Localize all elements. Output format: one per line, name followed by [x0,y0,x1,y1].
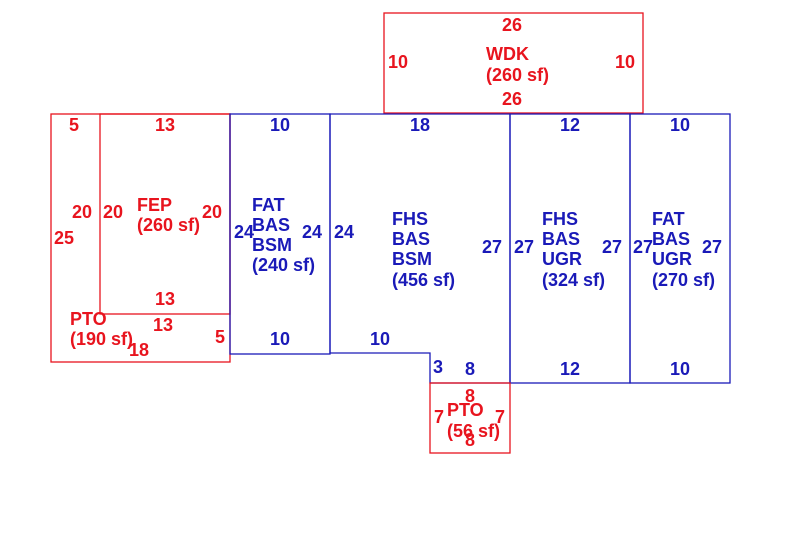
fat-ugr-line2: BAS [652,229,690,249]
fat-bsm-dim-left: 24 [234,222,254,242]
pto-small-dim-left: 7 [434,407,444,427]
fhs-bsm-dim-step: 3 [433,357,443,377]
fep-dim-bottom: 13 [155,289,175,309]
fat-bsm-dim-right: 24 [302,222,322,242]
pto-left-dim-top: 5 [69,115,79,135]
pto-left-dim-left-outer: 20 [72,202,92,222]
fhs-bsm-dim-right: 27 [482,237,502,257]
pto-left-dim-total: 25 [54,228,74,248]
fat-ugr-outline [629,113,731,384]
fat-ugr-dim-right: 27 [702,237,722,257]
fhs-ugr-dim-top: 12 [560,115,580,135]
pto-left-area: (190 sf) [70,329,133,349]
fat-ugr-dim-left: 27 [633,237,653,257]
pto-left-dim-bottom: 18 [129,340,149,360]
pto-small-label: PTO [447,400,484,420]
fep-label: FEP [137,195,172,215]
fep-dim-left: 20 [103,202,123,222]
fhs-ugr-line2: BAS [542,229,580,249]
fat-bsm-line3: BSM [252,235,292,255]
pto-small-area: (56 sf) [447,421,500,441]
fat-bsm-dim-top: 10 [270,115,290,135]
fat-ugr-line1: FAT [652,209,685,229]
pto-left-dim-right: 5 [215,327,225,347]
fhs-bsm-area: (456 sf) [392,270,455,290]
fhs-ugr-dim-left: 27 [514,237,534,257]
wdk-dim-bottom: 26 [502,89,522,109]
fat-bsm-line1: FAT [252,195,285,215]
fhs-ugr-dim-right: 27 [602,237,622,257]
wdk-dim-top: 26 [502,15,522,35]
fhs-ugr-line1: FHS [542,209,578,229]
fat-ugr-area: (270 sf) [652,270,715,290]
fhs-ugr-area: (324 sf) [542,270,605,290]
fat-bsm-line2: BAS [252,215,290,235]
wdk-dim-left: 10 [388,52,408,72]
wdk-area: (260 sf) [486,65,549,85]
fat-ugr-line3: UGR [652,249,692,269]
fhs-bsm-line2: BAS [392,229,430,249]
fhs-bsm-line1: FHS [392,209,428,229]
pto-small-dim-right: 7 [495,407,505,427]
fat-ugr-dim-top: 10 [670,115,690,135]
fhs-bsm-line3: BSM [392,249,432,269]
fep-dim-top: 13 [155,115,175,135]
fat-bsm-area: (240 sf) [252,255,315,275]
wdk-dim-right: 10 [615,52,635,72]
fat-ugr-dim-bottom: 10 [670,359,690,379]
fat-bsm-dim-bottom: 10 [270,329,290,349]
fhs-bsm-dim-left: 24 [334,222,354,242]
pto-small-dim-top: 8 [465,386,475,406]
pto-small-dim-bottom: 8 [465,430,475,450]
wdk-outline [383,12,644,114]
fep-dim-right: 20 [202,202,222,222]
fhs-ugr-line3: UGR [542,249,582,269]
fhs-bsm-dim-bottom-right: 8 [465,359,475,379]
pto-left-label: PTO [70,309,107,329]
pto-left-dim-inner-top: 13 [153,315,173,335]
fhs-ugr-dim-bottom: 12 [560,359,580,379]
pto-small-outline [429,382,511,454]
fhs-bsm-dim-bottom: 10 [370,329,390,349]
fhs-bsm-dim-top: 18 [410,115,430,135]
fep-area: (260 sf) [137,215,200,235]
wdk-label: WDK [486,44,529,64]
